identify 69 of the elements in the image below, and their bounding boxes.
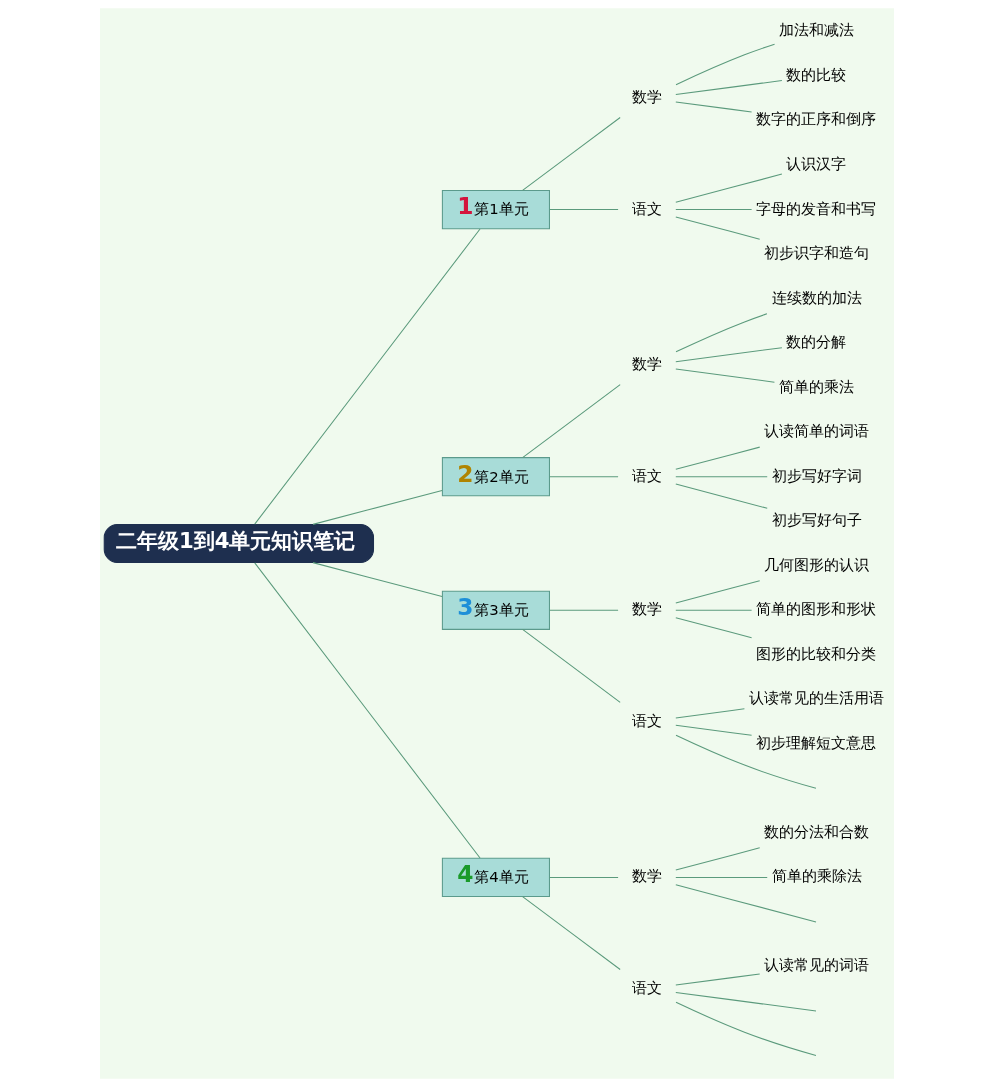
connector: [674, 483, 768, 509]
node-text: 初步写好字词: [771, 466, 862, 484]
node-text: 初步理解短文意思: [755, 733, 876, 751]
node-text: 数的分法和合数: [763, 822, 869, 840]
connector: [521, 384, 621, 459]
connector: [674, 209, 752, 211]
connector: [674, 476, 768, 478]
node-text: 语文: [631, 978, 662, 996]
node-text: 认识汉字: [785, 154, 846, 172]
connector: [253, 228, 481, 525]
node-text: 初步识字和造句: [763, 244, 869, 262]
connector: [674, 617, 752, 639]
connector: [674, 876, 768, 878]
connector: [674, 368, 775, 383]
node-box: 二年级1到4单元知识笔记: [103, 523, 374, 564]
node-text: 语文: [631, 466, 662, 484]
connector: [674, 80, 782, 96]
connector: [674, 173, 782, 203]
node-text: 数的比较: [785, 65, 846, 83]
connector: [548, 609, 619, 611]
node-text: 几何图形的认识: [763, 555, 869, 573]
node-text: 认读常见的词语: [763, 956, 869, 974]
node-box: 3第3单元: [441, 590, 550, 630]
connector: [674, 216, 760, 240]
node-text: 加法和减法: [778, 21, 854, 39]
connector: [674, 609, 752, 611]
connector: [675, 43, 775, 86]
connector: [674, 708, 745, 719]
node-text: 简单的乘法: [778, 377, 854, 395]
connector: [674, 580, 760, 604]
node-text: 数学: [631, 355, 662, 373]
connector: [674, 991, 817, 1012]
connector: [674, 446, 760, 470]
connector: [311, 562, 443, 597]
connector: [548, 209, 619, 211]
node-text: 图形的比较和分类: [755, 644, 876, 662]
connector: [521, 117, 621, 191]
connector: [675, 1001, 816, 1056]
connector: [674, 724, 752, 736]
node-text: 初步写好句子: [771, 511, 862, 529]
connector: [521, 896, 621, 970]
connector: [548, 476, 619, 478]
node-text: 语文: [631, 199, 662, 217]
connector: [253, 562, 481, 859]
connector: [548, 876, 619, 878]
connector: [674, 847, 760, 871]
node-text: 语文: [631, 711, 662, 729]
node-text: 数学: [631, 600, 662, 618]
node-text: 连续数的加法: [771, 288, 862, 306]
connector: [521, 628, 621, 703]
node-text: 字母的发音和书写: [755, 199, 876, 217]
node-box: 2第2单元: [441, 457, 550, 497]
node-text: 数学: [631, 867, 662, 885]
connector: [311, 490, 443, 525]
node-text: 简单的图形和形状: [755, 600, 876, 618]
node-text: 数字的正序和倒序: [755, 110, 876, 128]
connector: [674, 347, 782, 363]
connector: [675, 734, 816, 789]
connector: [674, 101, 752, 113]
node-text: 数学: [631, 88, 662, 106]
connector: [674, 884, 817, 923]
connector: [674, 973, 760, 986]
node-box: 4第4单元: [441, 857, 550, 898]
node-box: 1第1单元: [441, 189, 550, 230]
node-text: 数的分解: [785, 333, 846, 351]
node-text: 简单的乘除法: [771, 867, 862, 885]
node-text: 认读简单的词语: [763, 422, 869, 440]
connector: [675, 313, 767, 353]
node-text: 认读常见的生活用语: [748, 689, 884, 707]
